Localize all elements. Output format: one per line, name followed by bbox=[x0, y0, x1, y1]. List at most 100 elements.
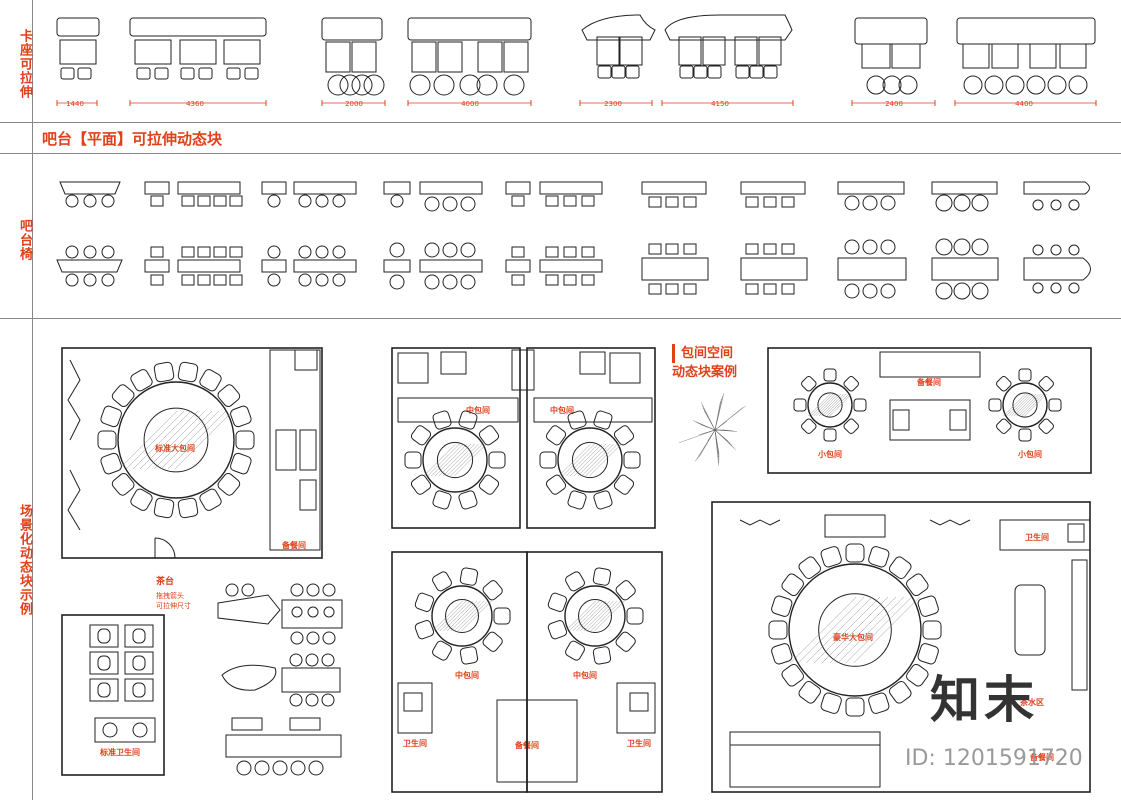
bar-stool bbox=[844, 195, 860, 211]
sofa-table bbox=[134, 39, 172, 65]
section-label-bar: 吧台椅 bbox=[17, 219, 32, 261]
bar-counter bbox=[931, 257, 999, 281]
chair-seat bbox=[679, 65, 694, 79]
bar-stool bbox=[581, 195, 595, 207]
room-wall bbox=[61, 347, 323, 559]
dining-chair bbox=[230, 405, 252, 428]
bar-stool bbox=[225, 583, 239, 597]
dining-chair bbox=[217, 473, 241, 496]
chair bbox=[963, 75, 983, 95]
dining-chair bbox=[567, 490, 587, 510]
hatch bbox=[431, 443, 464, 477]
dim-label: 4000 bbox=[461, 100, 479, 108]
chair-seat bbox=[735, 65, 750, 79]
chair bbox=[866, 75, 886, 95]
dining-chair bbox=[1038, 418, 1054, 434]
dining-chair bbox=[199, 369, 222, 392]
bar-stool bbox=[332, 273, 346, 287]
sofa-table bbox=[223, 39, 261, 65]
wc bbox=[999, 519, 1091, 551]
dining-chair bbox=[153, 361, 175, 383]
dining-chair bbox=[615, 580, 636, 601]
dining-chair bbox=[798, 681, 822, 704]
chair bbox=[1005, 75, 1025, 95]
bar-stool bbox=[308, 760, 324, 776]
bar-counter bbox=[837, 181, 905, 195]
chair bbox=[984, 75, 1004, 95]
hatch bbox=[590, 600, 621, 632]
sofa-back bbox=[956, 17, 1096, 45]
lazy-susan bbox=[818, 593, 892, 667]
bar-stool bbox=[880, 195, 896, 211]
hatch bbox=[1019, 393, 1042, 417]
tree-branch bbox=[698, 429, 716, 436]
bar-stool bbox=[241, 583, 255, 597]
bar-stool bbox=[1068, 282, 1080, 294]
sofa-table bbox=[1059, 43, 1087, 69]
hatch bbox=[439, 600, 470, 632]
bar-stool bbox=[935, 238, 953, 256]
sofa-table bbox=[59, 39, 97, 65]
toilet bbox=[949, 409, 967, 431]
tree-branch bbox=[714, 429, 737, 432]
hatch bbox=[565, 600, 596, 632]
dining-chair bbox=[988, 398, 1002, 412]
dining-chair bbox=[547, 620, 568, 640]
hatch bbox=[583, 600, 614, 632]
bar-stool bbox=[305, 693, 319, 707]
dining-chair bbox=[868, 546, 890, 568]
tea-note-2: 可拉伸尺寸 bbox=[156, 602, 191, 610]
room-label: 小包间 bbox=[818, 450, 842, 459]
hatch bbox=[566, 443, 599, 477]
toilet bbox=[1067, 523, 1085, 543]
room-label: 标准大包间 bbox=[155, 444, 195, 453]
sofa-table bbox=[991, 43, 1019, 69]
dining-chair bbox=[592, 567, 612, 586]
hatch bbox=[589, 443, 622, 477]
sofa-table bbox=[437, 41, 463, 73]
cabinet bbox=[1071, 559, 1088, 691]
bar-stool bbox=[101, 273, 115, 287]
bar-stool bbox=[1032, 282, 1044, 294]
dining-chair bbox=[1038, 376, 1054, 392]
bar-stool bbox=[267, 273, 281, 287]
case-title: 包间空间 动态块案例 bbox=[672, 344, 737, 382]
bar-stool bbox=[289, 693, 303, 707]
bar-stool bbox=[267, 245, 281, 259]
bar-stool bbox=[267, 194, 281, 208]
bar-stool bbox=[229, 274, 243, 286]
bar-counter bbox=[419, 181, 483, 195]
wc bbox=[616, 682, 656, 734]
dining-chair bbox=[801, 376, 817, 392]
hatch bbox=[450, 443, 483, 477]
tea-table bbox=[1014, 584, 1046, 656]
sofa-table bbox=[861, 43, 891, 69]
hatch bbox=[562, 443, 595, 477]
bar-counter bbox=[1023, 257, 1091, 281]
tea-counter bbox=[221, 664, 277, 691]
bar-stool bbox=[460, 274, 476, 290]
toilet bbox=[403, 692, 423, 712]
room-label: 卫生间 bbox=[627, 739, 651, 748]
round-table bbox=[117, 381, 235, 499]
hatch bbox=[1021, 393, 1045, 417]
bar-stool bbox=[763, 196, 777, 208]
sofa-back bbox=[581, 14, 656, 41]
bar-stool bbox=[880, 239, 896, 255]
tea-table bbox=[281, 599, 343, 629]
dining-chair bbox=[906, 573, 929, 597]
bar-stool bbox=[150, 195, 164, 207]
bar-section-title: 吧台【平面】可拉伸动态块 bbox=[42, 130, 223, 148]
room-label: 豪华大包间 bbox=[833, 633, 873, 642]
bar-stool bbox=[511, 195, 525, 207]
bar-counter bbox=[177, 259, 241, 273]
dining-chair bbox=[820, 692, 842, 714]
tree-branch bbox=[701, 402, 716, 431]
dining-chair bbox=[545, 425, 567, 446]
dining-chair bbox=[459, 646, 479, 665]
dining-chair bbox=[801, 418, 817, 434]
toilet bbox=[97, 628, 111, 644]
bar-stool bbox=[390, 194, 404, 208]
room-wall bbox=[526, 551, 663, 793]
round-table bbox=[564, 585, 626, 647]
